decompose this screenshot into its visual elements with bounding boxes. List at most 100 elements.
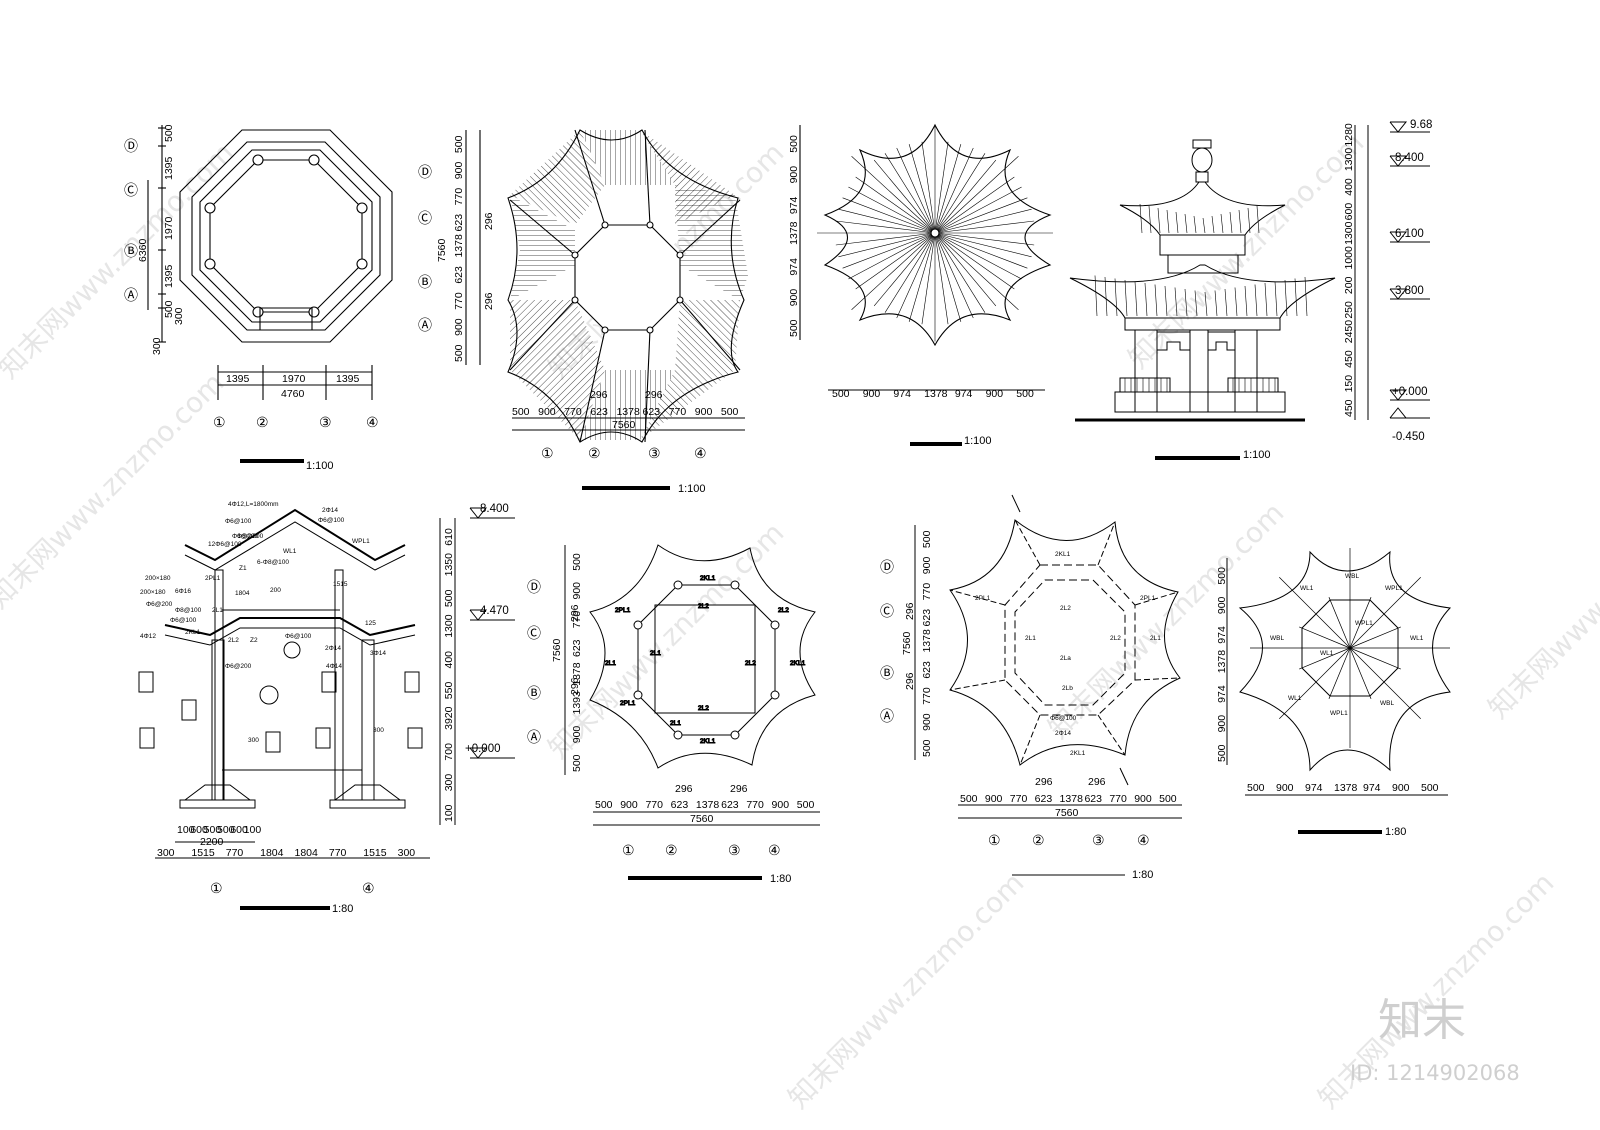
rebar-note: 200×180 (140, 589, 166, 596)
tile-line (1165, 286, 1167, 316)
top-roof-plan (800, 124, 1053, 444)
roof-tile-line (836, 221, 935, 233)
upper-plan (1227, 548, 1450, 832)
dim-label: 400 (443, 651, 455, 669)
roof-tile-line (874, 233, 935, 306)
dim-label: 600 (230, 824, 248, 836)
upper-roof-rafter-outer (185, 510, 405, 560)
lower-roof-rafter-outer (165, 618, 415, 635)
rebar-note: Φ6@200 (232, 533, 259, 540)
member-label: 2KL1 (1055, 551, 1071, 558)
level-label: 8.400 (480, 503, 509, 515)
dim-label: 1378 (788, 221, 800, 245)
roof-tile-line (935, 233, 973, 318)
ray-line (1350, 597, 1371, 648)
dim-total: 4760 (281, 388, 305, 400)
tile-line (1257, 206, 1259, 233)
roof-outline (508, 130, 744, 442)
dim-label: 500 (1421, 782, 1439, 794)
dim-label: 500 (512, 406, 530, 418)
axis-label: Ⓓ (880, 560, 894, 576)
dim-label: 623 (1084, 793, 1102, 805)
tile-line (1176, 212, 1178, 233)
dim-label: 1970 (163, 216, 175, 240)
level-label: 3.800 (1395, 285, 1424, 297)
beam-octagon-inner (1015, 580, 1125, 705)
dim-label: 900 (538, 406, 556, 418)
dim-label: 1000 (1343, 246, 1355, 270)
roof-ridges (510, 130, 740, 442)
ray-line (1350, 648, 1401, 669)
axis-label: ① (541, 447, 554, 462)
axis-label: ② (1032, 834, 1045, 849)
roof-tile-line (856, 177, 935, 233)
tile-line (1155, 285, 1157, 317)
dim-label: 1378 (616, 406, 640, 418)
rebar-note: Φ6@200 (237, 533, 264, 540)
dim-label: 500 (571, 754, 583, 772)
tile-line (1239, 210, 1241, 233)
axis-label: ④ (1137, 834, 1150, 849)
axis-label: Ⓑ (527, 686, 541, 702)
roof-tile-line (935, 142, 948, 233)
dim-label: 296 (645, 389, 663, 401)
roof-tile-line (897, 148, 935, 233)
member-label: 2L1 (1025, 635, 1036, 642)
member-label: 2Lb (1062, 685, 1073, 692)
rebar-note: Φ6@200 (225, 663, 252, 670)
dim-label: 500 (595, 799, 613, 811)
lattice-left (1157, 332, 1190, 350)
dim-label: 500 (960, 793, 978, 805)
axis-label: Ⓑ (418, 275, 432, 291)
dim-label: 296 (1035, 776, 1053, 788)
dim-label: 1378 (924, 388, 948, 400)
tile-line (1145, 283, 1147, 316)
upper-outline (1240, 552, 1450, 770)
axis-label: Ⓑ (124, 244, 138, 260)
rebar-note: 2Φ14 (325, 645, 341, 652)
dim-total: 7560 (436, 238, 448, 262)
roof-tile-line (848, 233, 935, 279)
tile-line (1245, 286, 1247, 316)
member-label: 2L1 (670, 720, 681, 727)
level-label: 6.100 (1395, 228, 1424, 240)
dim-label: 450 (1343, 350, 1355, 368)
beam-octagon-outer (1005, 565, 1135, 715)
dim-label: 900 (985, 793, 1003, 805)
dim-label: 600 (190, 824, 208, 836)
base-left (180, 800, 255, 808)
dim-label: 1378 (1216, 650, 1228, 674)
dim-label: 450 (1343, 399, 1355, 417)
section (139, 508, 515, 908)
dim-label: 500 (921, 530, 933, 548)
dim-label: 700 (443, 743, 455, 761)
image-id: ID: 1214902068 (1350, 1061, 1520, 1085)
dim-label: 623 (643, 406, 661, 418)
dim-label: 1300 (1343, 221, 1355, 245)
member-label: WBL (1345, 573, 1359, 580)
dim-label: 1378 (1334, 782, 1358, 794)
roof-plan (466, 130, 748, 488)
dim-label: 900 (571, 582, 583, 600)
axis-label: ④ (768, 844, 781, 859)
roof-tile-line (848, 187, 935, 233)
dim-label: 300 (173, 307, 185, 325)
tile-line (1255, 285, 1257, 317)
roof-tile-line (935, 233, 961, 322)
roof-tile-line (935, 160, 996, 233)
roof-tile-line (935, 233, 1034, 245)
axis-label: Ⓓ (124, 139, 138, 155)
roof-tile-line (935, 153, 985, 233)
axis-label: Ⓐ (880, 709, 894, 725)
member-label: 2L1 (1150, 635, 1161, 642)
level-markers (1390, 122, 1430, 418)
tile-line (1212, 216, 1214, 233)
section-circle-upper (284, 642, 300, 658)
member-label: WBL (1270, 635, 1284, 642)
watermark-text: 知末网www.znzmo.com (0, 366, 230, 615)
tile-line (1149, 206, 1151, 233)
finial-cap (1193, 140, 1211, 148)
axis-label: ③ (728, 844, 741, 859)
tile-line (1221, 214, 1223, 233)
